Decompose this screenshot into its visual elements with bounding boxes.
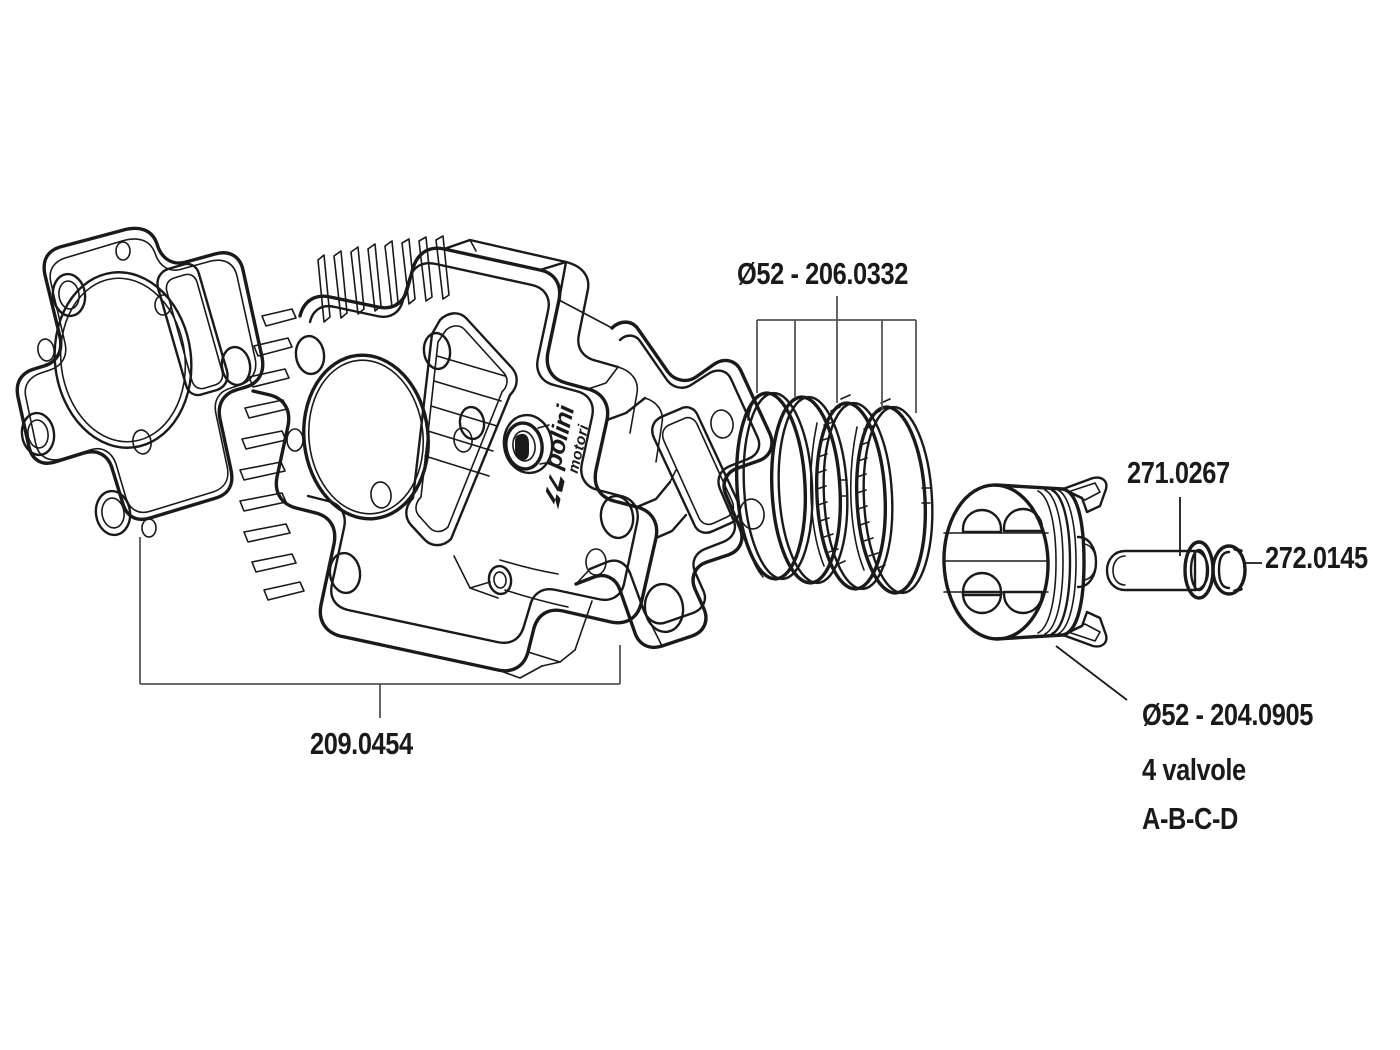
cooling-fins-left (239, 308, 305, 601)
part-piston-rings (734, 391, 934, 595)
label-piston-valves: 4 valvole (1142, 752, 1246, 787)
leader-gasket-set (139, 537, 621, 718)
cooling-fins-top (317, 235, 450, 323)
valve-relief-pockets (961, 507, 1044, 615)
label-circlips: 272.0145 (1265, 540, 1368, 575)
label-piston-pin: 271.0267 (1127, 455, 1230, 490)
piston-ring-3 (809, 394, 894, 591)
piston-ring-1 (734, 391, 814, 581)
cylinder-plug (502, 413, 554, 475)
piston-ring-2 (769, 395, 849, 585)
piston-ring-4 (849, 398, 934, 595)
label-piston-code: Ø52 - 204.0905 (1142, 697, 1313, 732)
part-circlips (1183, 540, 1247, 600)
part-cylinder-block: polini motori (239, 235, 774, 679)
label-gasket-set: 209.0454 (310, 726, 413, 761)
part-head-gasket (15, 226, 265, 538)
part-piston (942, 476, 1108, 648)
label-piston-grades: A-B-C-D (1142, 801, 1238, 836)
leader-piston (1055, 645, 1128, 701)
leader-rings (756, 296, 917, 413)
label-piston-rings: Ø52 - 206.0332 (737, 256, 908, 291)
